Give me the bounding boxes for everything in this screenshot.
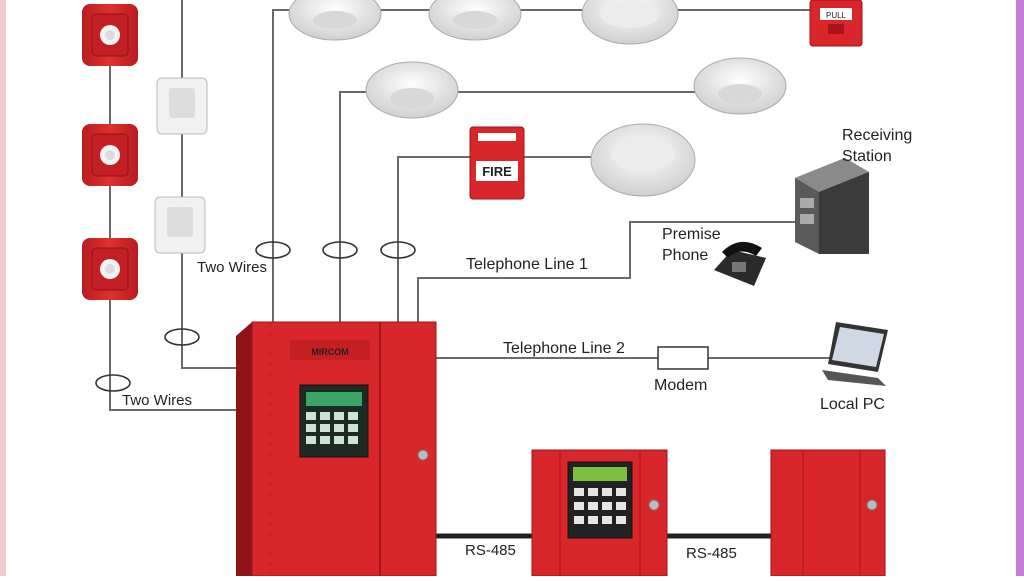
- speaker-strobe-icon: [156, 77, 208, 135]
- telephone-line-1-label: Telephone Line 1: [466, 256, 588, 273]
- receiving-station-icon: [795, 158, 869, 254]
- wire-detector-row-3: [397, 156, 640, 322]
- horn-strobe-icon: [82, 4, 138, 66]
- speaker-strobe-icon: [154, 196, 206, 254]
- wire-telephone-line-1: [417, 221, 800, 322]
- smoke-detector-icon: [365, 61, 459, 119]
- left-frame-edge: [0, 0, 6, 576]
- wire-speaker-loop: [181, 0, 240, 369]
- premise-phone-label-2: Phone: [662, 247, 708, 264]
- two-wires-label-upper: Two Wires: [197, 259, 267, 276]
- white-speakers: [154, 77, 208, 254]
- laptop-icon: [822, 322, 888, 386]
- telephone-line-2-label: Telephone Line 2: [503, 340, 625, 357]
- remote-annunciator-panel: [531, 449, 668, 577]
- smoke-detector-icon: [693, 57, 787, 115]
- rs485-label-left: RS-485: [465, 542, 516, 559]
- panel-brand: MIRCOM: [311, 347, 349, 357]
- wire-detector-row-1: [272, 9, 690, 322]
- smoke-detector-icon: [581, 0, 679, 45]
- wire-marker: [95, 374, 131, 392]
- two-wires-label-lower: Two Wires: [122, 392, 192, 409]
- pull-label: PULL: [826, 11, 847, 20]
- smoke-detectors: [288, 0, 787, 197]
- wire-detector-row-2: [339, 91, 760, 322]
- wire-marker: [322, 241, 358, 259]
- local-pc-label: Local PC: [820, 396, 885, 413]
- smoke-detector-icon: [428, 0, 522, 41]
- horn-strobe-icon: [82, 238, 138, 300]
- receiving-station-label-2: Station: [842, 148, 892, 165]
- expansion-panel: [770, 449, 886, 577]
- horn-strobe-icon: [82, 124, 138, 186]
- rs485-label-right: RS-485: [686, 545, 737, 562]
- smoke-detector-icon: [590, 123, 696, 197]
- modem-box: [657, 346, 709, 370]
- horn-strobes: [82, 4, 138, 300]
- pull-station-fire: FIRE: [469, 126, 525, 200]
- smoke-detector-icon: [288, 0, 382, 41]
- wire-marker: [255, 241, 291, 259]
- receiving-station-label-1: Receiving: [842, 127, 912, 144]
- modem-label: Modem: [654, 377, 707, 394]
- wire-marker: [164, 328, 200, 346]
- right-frame-edge: [1016, 0, 1024, 576]
- wire-loop-markers: [95, 241, 416, 392]
- wire-marker: [380, 241, 416, 259]
- pull-station-top: PULL: [809, 0, 863, 47]
- fire-label: FIRE: [482, 164, 512, 179]
- phone-icon: [714, 241, 766, 286]
- main-fire-alarm-panel: MIRCOM: [236, 321, 437, 577]
- premise-phone-label-1: Premise: [662, 226, 721, 243]
